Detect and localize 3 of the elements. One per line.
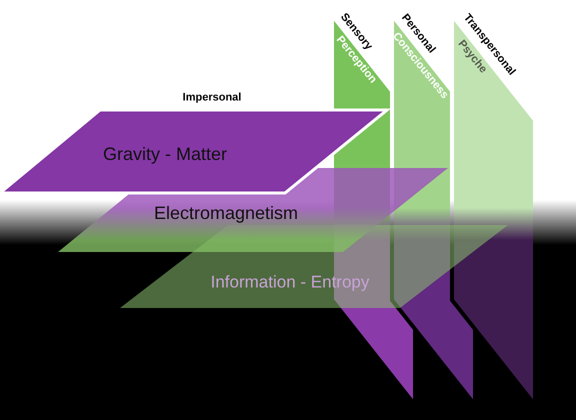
plane-title: Gravity - Matter xyxy=(103,145,227,163)
plane-heading: Impersonal xyxy=(182,92,242,104)
plane-title: Electromagnetism xyxy=(154,204,298,222)
